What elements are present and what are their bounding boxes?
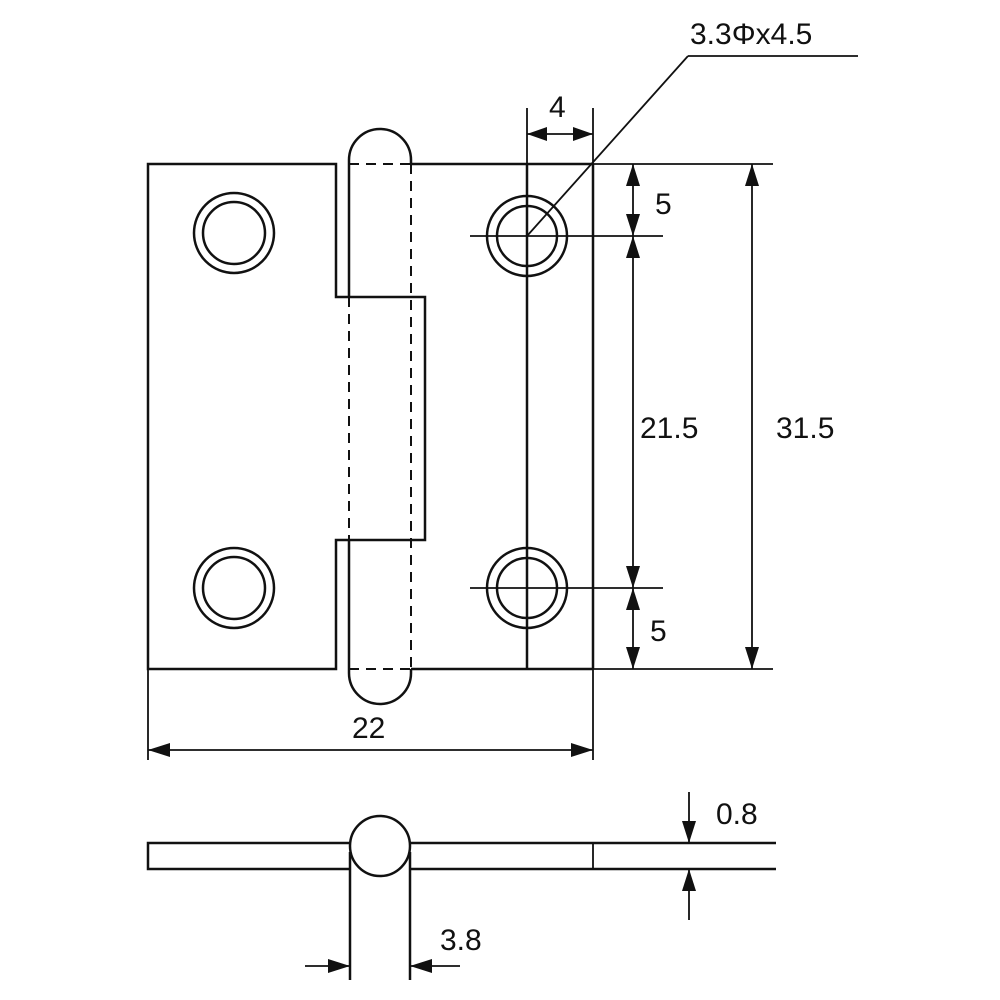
bottom-margin-arrow-top — [626, 588, 640, 610]
pin-diameter-label: 3.8 — [440, 924, 482, 957]
total-height-arrow-top — [745, 164, 759, 186]
thickness-label: 0.8 — [716, 798, 758, 831]
hinge-knuckle-top — [347, 127, 413, 164]
side-pin — [348, 814, 412, 878]
total-width-label: 22 — [352, 712, 385, 745]
bottom-margin-label: 5 — [650, 615, 667, 648]
thickness-arrow-top — [682, 821, 696, 843]
left-leaf — [146, 162, 427, 671]
total-width-arrow-right — [571, 743, 593, 757]
total-width-arrow-left — [148, 743, 170, 757]
top-margin-arrow-top — [626, 164, 640, 186]
side-view: 0.8 3.8 — [146, 792, 776, 980]
hole-spec-label: 3.3Φx4.5 — [690, 18, 812, 51]
total-height-label: 31.5 — [776, 412, 834, 445]
hole-offset-label: 4 — [549, 91, 566, 124]
hinge-knuckle-bottom — [347, 669, 413, 706]
hole-offset-arrow-left — [527, 127, 547, 141]
hole-bottom-left — [192, 546, 276, 630]
hole-spacing-arrow-top — [626, 236, 640, 258]
hole-offset-arrow-right — [573, 127, 593, 141]
total-height-arrow-bottom — [745, 647, 759, 669]
thickness-arrow-bottom — [682, 869, 696, 891]
top-margin-label: 5 — [655, 188, 672, 221]
pin-diameter-arrow-right — [410, 959, 432, 973]
top-margin-arrow-bottom — [626, 214, 640, 236]
bottom-margin-arrow-bottom — [626, 647, 640, 669]
pin-diameter-arrow-left — [328, 959, 350, 973]
hole-spec-leader — [526, 55, 689, 237]
hole-spacing-arrow-bottom — [626, 566, 640, 588]
dimensions: 3.3Φx4.5 4 5 21.5 5 31.5 — [147, 18, 858, 760]
side-left-leaf — [146, 841, 351, 871]
hole-top-left — [192, 191, 276, 275]
hole-spacing-label: 21.5 — [640, 412, 698, 445]
front-view — [146, 127, 663, 706]
